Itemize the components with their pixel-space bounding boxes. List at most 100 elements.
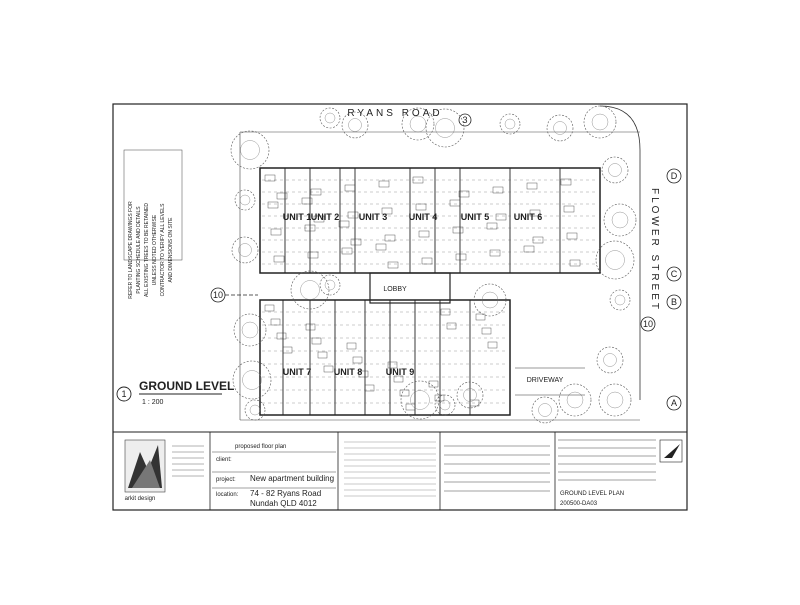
note-line: CONTRACTOR TO VERIFY ALL LEVELS xyxy=(160,203,166,296)
fixture xyxy=(421,257,433,265)
fixture xyxy=(304,224,316,232)
tree-icon xyxy=(348,118,362,132)
unit-label: UNIT 3 xyxy=(359,212,388,222)
tree-icon xyxy=(324,112,336,124)
tree-icon xyxy=(234,189,256,211)
client-label: client: xyxy=(216,457,232,463)
tree-icon xyxy=(553,121,567,135)
fixture xyxy=(311,337,322,345)
fixture xyxy=(428,380,439,388)
tree-cluster-group xyxy=(230,105,637,424)
tree-icon xyxy=(232,360,272,400)
fixture xyxy=(317,351,328,359)
fine-print xyxy=(344,439,656,497)
firm-logo xyxy=(124,439,166,493)
unit-label: UNIT 7 xyxy=(283,367,312,377)
fixture xyxy=(529,209,541,217)
tree-icon xyxy=(531,396,559,424)
fixture xyxy=(387,361,398,369)
tree-icon xyxy=(231,236,259,264)
fixture xyxy=(452,226,464,234)
fixture xyxy=(446,322,457,330)
tree-icon xyxy=(239,194,251,206)
view-scale: 1 : 200 xyxy=(142,399,164,406)
tree-icon xyxy=(233,313,267,347)
unit-label: UNIT 4 xyxy=(409,212,438,222)
fixture xyxy=(387,261,399,269)
fixture xyxy=(341,247,353,255)
tree-icon xyxy=(583,105,617,139)
view-number: 1 xyxy=(121,389,126,399)
tree-icon xyxy=(242,370,262,390)
tree-icon xyxy=(463,388,477,402)
grid-marker-label: A xyxy=(671,398,677,408)
grid-marker-circle xyxy=(666,395,682,411)
fixture xyxy=(563,205,575,213)
fixture xyxy=(384,234,396,242)
tree-icon xyxy=(230,130,270,170)
grid-markers-right: D C B A xyxy=(666,168,682,411)
tree-icon xyxy=(598,383,632,417)
sheet-title: GROUND LEVEL PLAN xyxy=(560,491,624,497)
fixture xyxy=(276,192,288,200)
fixture xyxy=(301,197,313,205)
fixture xyxy=(566,232,578,240)
unit-label: UNIT 2 xyxy=(311,212,340,222)
note-line: ALL EXISTING TREES TO BE RETAINED xyxy=(144,203,150,297)
fixture xyxy=(352,356,363,364)
tree-icon xyxy=(591,113,609,131)
street-east-label: FLOWER STREET xyxy=(649,188,660,312)
fixture xyxy=(381,207,393,215)
location-label: location: xyxy=(216,492,239,498)
sheet-border xyxy=(112,103,688,511)
fixture xyxy=(495,213,507,221)
fixture xyxy=(434,394,445,402)
driveway-label: DRIVEWAY xyxy=(527,377,564,384)
fixture xyxy=(338,220,350,228)
tree-icon xyxy=(400,380,440,420)
grid-marker-label: B xyxy=(671,297,677,307)
tree-icon xyxy=(409,115,427,133)
fixture xyxy=(532,236,544,244)
location-line2: Nundah QLD 4012 xyxy=(250,499,317,508)
tree-icon xyxy=(300,280,320,300)
fixture xyxy=(569,259,581,267)
fixture xyxy=(264,304,275,312)
fixture xyxy=(344,184,356,192)
tree-icon xyxy=(609,289,631,311)
section-marker-right-text: 10 xyxy=(643,319,653,329)
tree-icon xyxy=(410,390,430,410)
fixture xyxy=(310,188,322,196)
tree-icon xyxy=(499,113,521,135)
tree-icon xyxy=(614,294,626,306)
tree-icon xyxy=(595,240,635,280)
tree-icon xyxy=(596,346,624,374)
unit-label: UNIT 8 xyxy=(334,367,363,377)
note-line: AND DIMENSIONS ON SITE xyxy=(168,217,174,283)
fixture xyxy=(307,251,319,259)
tree-icon xyxy=(603,203,637,237)
tree-icon xyxy=(238,243,252,257)
lobby-block xyxy=(369,272,451,304)
firm-name: arkit design xyxy=(125,496,156,502)
fixture xyxy=(489,249,501,257)
fixture xyxy=(393,375,404,383)
tree-icon xyxy=(319,274,341,296)
project-label: project: xyxy=(216,477,236,483)
tree-icon xyxy=(249,404,261,416)
fixture xyxy=(475,313,486,321)
lobby-label: LOBBY xyxy=(383,286,407,293)
fixture xyxy=(347,211,359,219)
fixture xyxy=(313,215,325,223)
section-marker-right xyxy=(640,316,656,332)
units-top-group: UNIT 1 UNIT 2 UNIT 3 UNIT 4 UNIT 5 UNIT … xyxy=(283,212,543,222)
fixture xyxy=(481,327,492,335)
driveway-edges xyxy=(515,367,585,396)
tree-icon xyxy=(434,394,456,416)
tree-icon xyxy=(473,283,507,317)
fixture xyxy=(270,228,282,236)
note-line: REFER TO LANDSCAPE DRAWINGS FOR xyxy=(128,201,134,299)
fixture xyxy=(399,389,410,397)
fixture xyxy=(560,178,572,186)
fixture xyxy=(273,255,285,263)
